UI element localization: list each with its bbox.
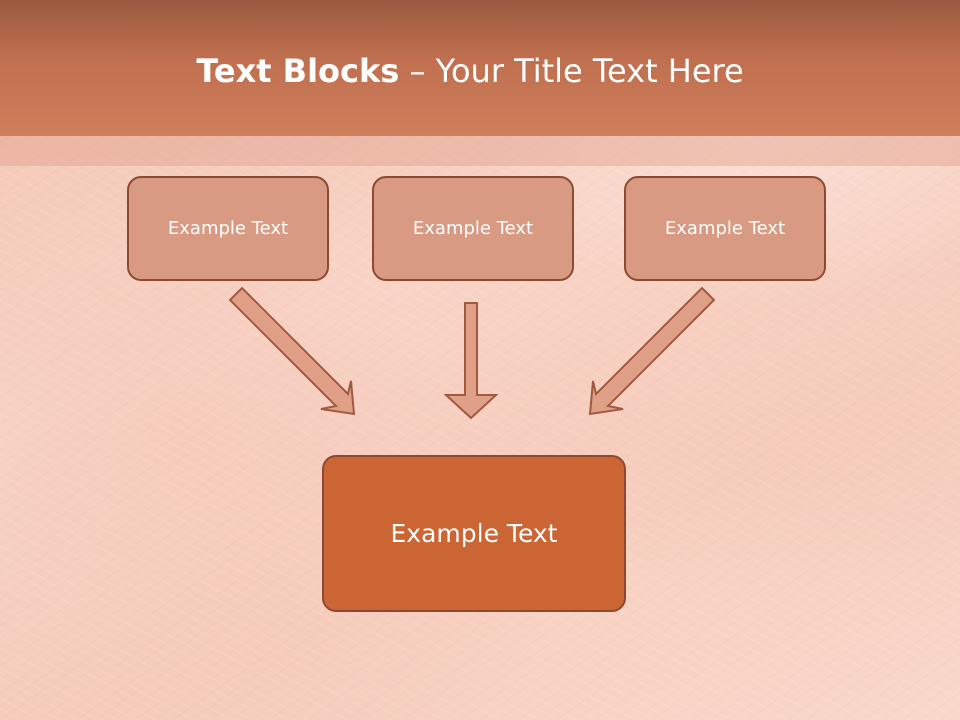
header-band [0, 136, 960, 166]
text-block-2-label: Example Text [412, 218, 534, 239]
text-block-1-label: Example Text [167, 218, 289, 239]
title-rest: Your Title Text Here [435, 52, 744, 90]
title-dash: – [409, 52, 426, 90]
text-block-3-label: Example Text [664, 218, 786, 239]
arrow-center [443, 302, 499, 420]
arrow-left [228, 286, 356, 416]
main-text-block[interactable]: Example Text [322, 455, 626, 612]
text-block-2[interactable]: Example Text [372, 176, 574, 281]
text-block-1[interactable]: Example Text [127, 176, 329, 281]
slide-title: Text Blocks – Your Title Text Here [0, 52, 940, 90]
title-header-bar [0, 0, 960, 136]
main-text-block-label: Example Text [390, 519, 558, 548]
arrow-right [588, 286, 716, 416]
title-bold-part: Text Blocks [196, 52, 400, 90]
text-block-3[interactable]: Example Text [624, 176, 826, 281]
